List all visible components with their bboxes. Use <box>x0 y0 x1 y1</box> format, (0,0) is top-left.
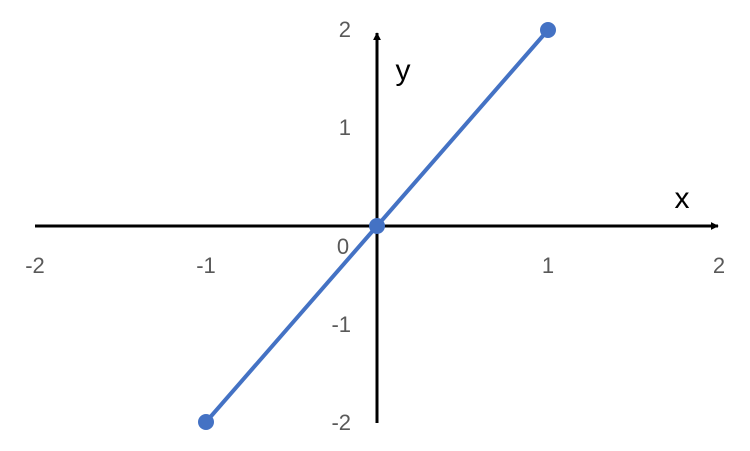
y-tick-label: -2 <box>331 410 351 435</box>
x-tick-label: 2 <box>713 253 725 278</box>
x-tick-label: -2 <box>25 253 45 278</box>
x-tick-label: 1 <box>542 253 554 278</box>
origin-label: 0 <box>337 234 349 259</box>
y-tick-label: 1 <box>339 115 351 140</box>
series-layer <box>198 22 556 430</box>
data-point <box>369 218 385 234</box>
y-tick-label: -1 <box>331 312 351 337</box>
data-point <box>198 414 214 430</box>
data-point <box>540 22 556 38</box>
y-axis-label: y <box>396 54 411 87</box>
y-tick-label: 2 <box>339 17 351 42</box>
x-axis-label: x <box>675 182 690 215</box>
x-tick-label: -1 <box>196 253 216 278</box>
